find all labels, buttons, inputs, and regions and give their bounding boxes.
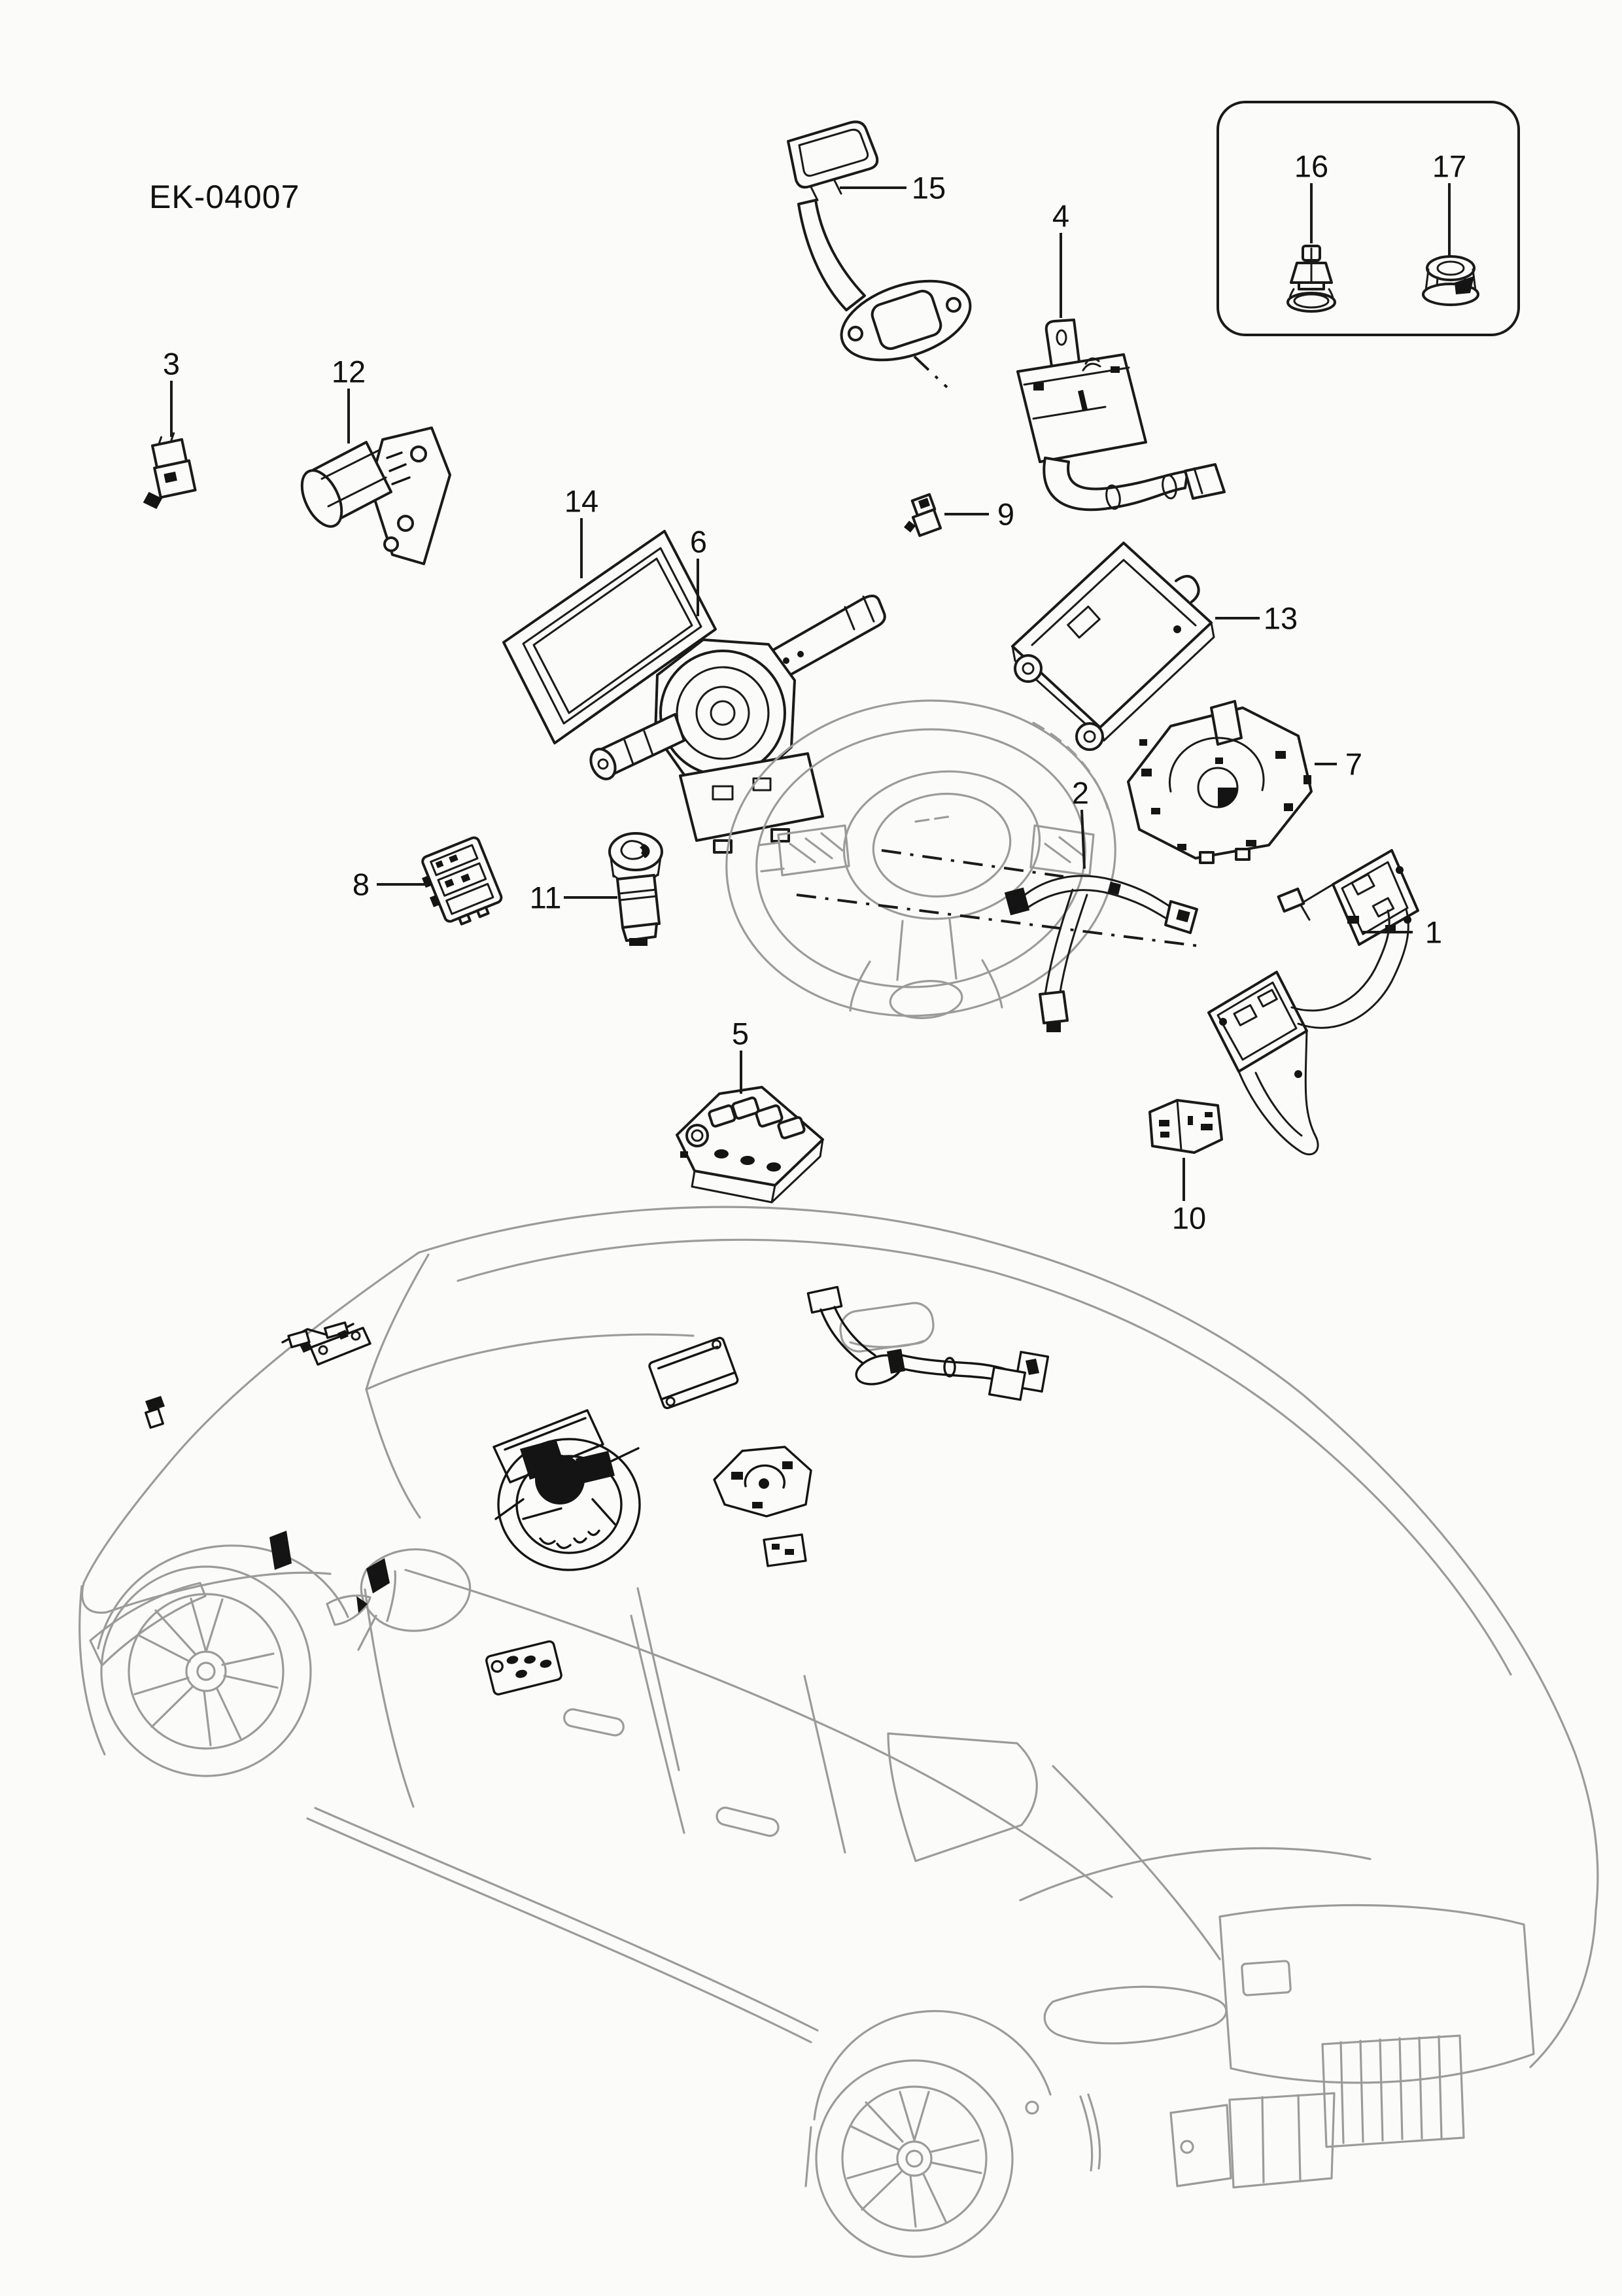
fasteners-inset xyxy=(1216,101,1520,336)
inset-box xyxy=(1216,101,1520,336)
part-sensor xyxy=(904,493,942,537)
callout-11: 11 xyxy=(530,880,562,915)
part-module-bracket xyxy=(300,426,451,565)
callout-17: 17 xyxy=(1432,149,1466,184)
mini-harness xyxy=(887,1349,1050,1401)
leader-line-2 xyxy=(1080,809,1086,869)
callout-6: 6 xyxy=(690,525,707,559)
callout-9: 9 xyxy=(997,497,1014,532)
mini-duct xyxy=(806,1285,903,1385)
mini-window-switch xyxy=(485,1640,562,1696)
part-wheel-harness xyxy=(1004,875,1198,1032)
part-air-duct xyxy=(787,120,972,362)
mini-clip xyxy=(145,1396,165,1429)
steering-wheel-sketch xyxy=(725,699,1116,1019)
dash-leader-1 xyxy=(881,849,1064,878)
callout-7: 7 xyxy=(1345,747,1362,782)
callout-1: 1 xyxy=(1425,915,1442,950)
part-wheel-bezel xyxy=(1207,849,1419,1156)
callout-14: 14 xyxy=(564,484,598,519)
front-wheel-spokes xyxy=(133,1597,279,1747)
part-small-connector xyxy=(143,432,197,510)
callout-10: 10 xyxy=(1172,1201,1206,1236)
mini-bracket xyxy=(281,1321,371,1366)
callout-16: 16 xyxy=(1294,149,1328,184)
mini-mirror-parts xyxy=(356,1558,390,1613)
callout-2: 2 xyxy=(1072,776,1089,810)
part-window-switch xyxy=(676,1086,824,1204)
rear-wheel-spokes xyxy=(846,2091,982,2228)
callout-4: 4 xyxy=(1052,199,1069,234)
part-switch-panel xyxy=(421,836,503,926)
car-installed-parts xyxy=(145,1285,1050,1696)
mini-pillar-switch xyxy=(269,1531,292,1570)
callout-3: 3 xyxy=(163,347,180,381)
callout-5: 5 xyxy=(732,1017,749,1051)
part-start-switch xyxy=(608,832,663,946)
part-small-switch xyxy=(1148,1099,1223,1154)
diagram-code-label: EK-04007 xyxy=(149,179,300,215)
part-column-switch xyxy=(589,595,886,854)
part-harness-module xyxy=(1016,319,1226,512)
mini-steering-assembly xyxy=(492,1409,641,1571)
mini-small-switch xyxy=(763,1533,807,1567)
callout-15: 15 xyxy=(912,171,946,205)
callout-8: 8 xyxy=(353,867,370,902)
car-sketch xyxy=(78,1206,1599,2258)
mini-switch-module xyxy=(713,1446,812,1518)
part-mode-switch xyxy=(1127,700,1313,864)
mini-ecu xyxy=(648,1336,739,1410)
dash-leader-3 xyxy=(913,355,948,389)
part-display-frame xyxy=(502,530,717,744)
part-clip-16 xyxy=(1286,245,1336,313)
part-nut-17 xyxy=(1422,255,1479,306)
callout-12: 12 xyxy=(332,355,366,389)
callout-13: 13 xyxy=(1264,601,1298,636)
dash-leader-2 xyxy=(796,894,1199,947)
part-control-unit xyxy=(1011,542,1215,751)
